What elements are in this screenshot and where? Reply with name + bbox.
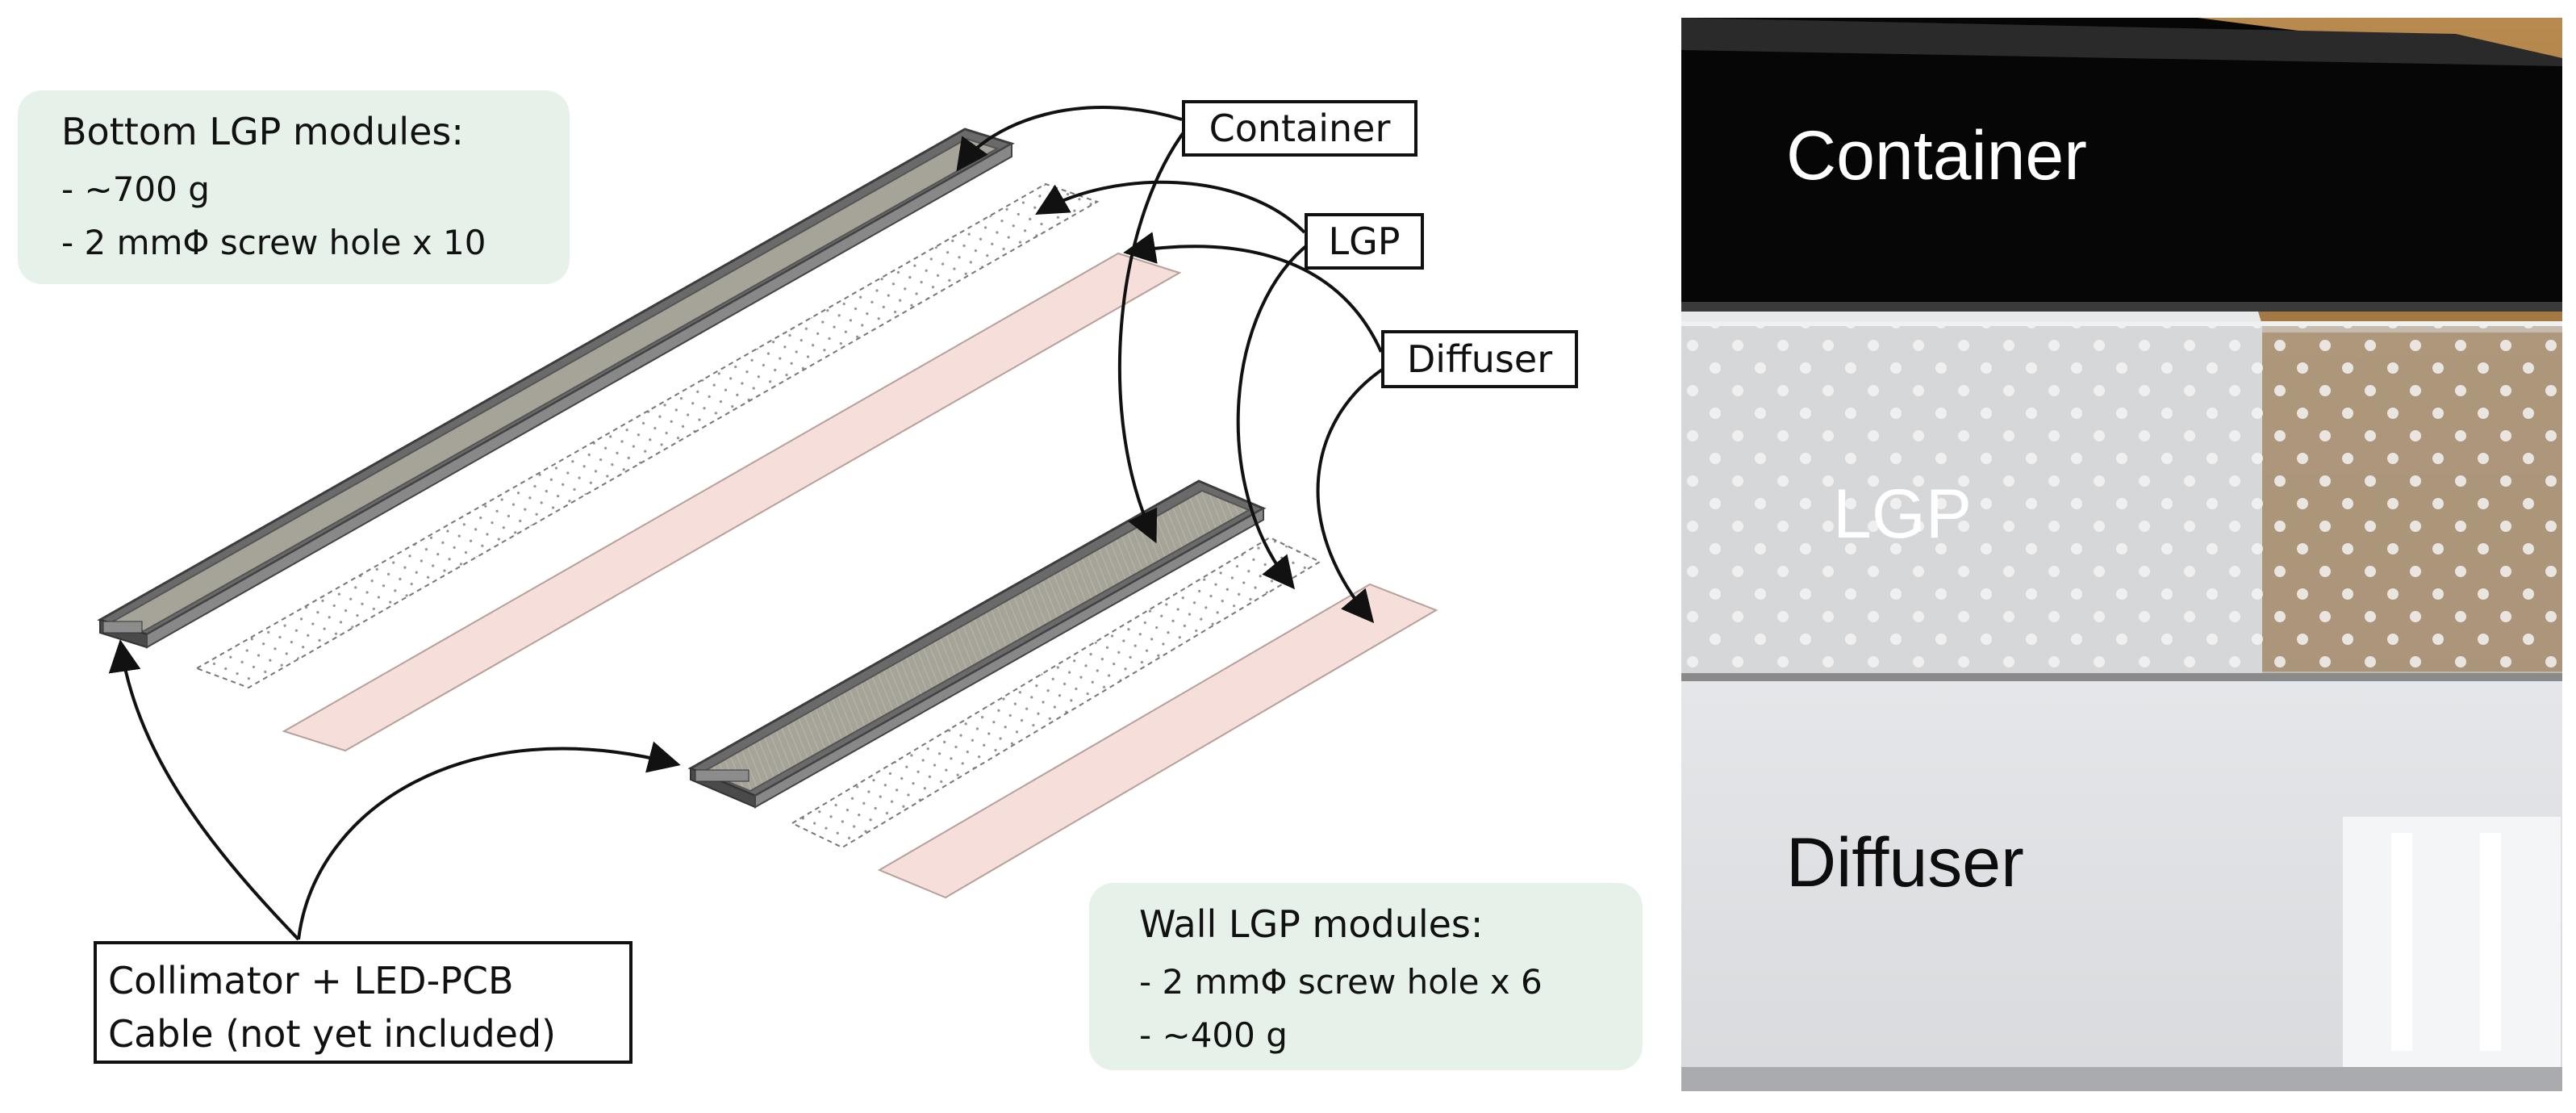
callout-container: Container xyxy=(1182,100,1417,157)
arrow-lgp-to-bottom xyxy=(1035,180,1306,234)
wall-module-info-box: Wall LGP modules: - 2 mmΦ screw hole x 6… xyxy=(1089,883,1643,1070)
bottom-module-weight: - ~700 g xyxy=(61,169,210,209)
photo-container-region xyxy=(1681,18,2562,312)
arrow-container-to-bottom xyxy=(956,106,1183,172)
arrow-collimator-to-wall xyxy=(297,741,681,940)
exploded-assembly-drawing xyxy=(97,106,1438,941)
bottom-collimator-block xyxy=(102,621,143,634)
photo-label-diffuser: Diffuser xyxy=(1786,824,2024,902)
arrow-diffuser-to-bottom xyxy=(1123,232,1383,353)
callout-lgp: LGP xyxy=(1305,213,1424,270)
photo-diffuser-region xyxy=(1681,681,2562,1091)
wall-module-screws: - 2 mmΦ screw hole x 6 xyxy=(1139,962,1543,1002)
arrow-lgp-to-wall xyxy=(1236,241,1313,590)
photo-label-container: Container xyxy=(1786,117,2087,195)
wall-collimator-block xyxy=(695,769,749,782)
assembly-photo: Container LGP Diffuser xyxy=(1681,18,2562,1091)
wall-diffuser-sheet xyxy=(877,583,1438,899)
bottom-module-title: Bottom LGP modules: xyxy=(61,110,464,153)
wall-module-weight: - ~400 g xyxy=(1139,1015,1288,1055)
bottom-container-tray xyxy=(97,128,1015,649)
callout-collimator: Collimator + LED-PCB Cable (not yet incl… xyxy=(94,941,633,1064)
photo-lgp-region xyxy=(1681,321,2562,681)
arrow-collimator-to-bottom xyxy=(108,639,300,941)
bottom-lgp-plate xyxy=(194,182,1100,689)
photo-label-lgp: LGP xyxy=(1833,475,1973,553)
bottom-diffuser-sheet xyxy=(282,252,1182,752)
bottom-module-screws: - 2 mmΦ screw hole x 10 xyxy=(61,223,486,262)
arrow-diffuser-to-wall xyxy=(1316,366,1386,624)
wall-lgp-plate xyxy=(790,536,1322,849)
wall-module-title: Wall LGP modules: xyxy=(1139,902,1484,946)
photo-image xyxy=(1681,18,2562,1091)
callout-diffuser: Diffuser xyxy=(1381,330,1578,388)
callout-collimator-line1: Collimator + LED-PCB xyxy=(108,959,514,1002)
callout-collimator-line2: Cable (not yet included) xyxy=(108,1012,557,1056)
wall-container-tray xyxy=(687,479,1267,809)
bottom-module-info-box: Bottom LGP modules: - ~700 g - 2 mmΦ scr… xyxy=(18,90,570,284)
arrow-container-to-wall xyxy=(1117,128,1188,544)
